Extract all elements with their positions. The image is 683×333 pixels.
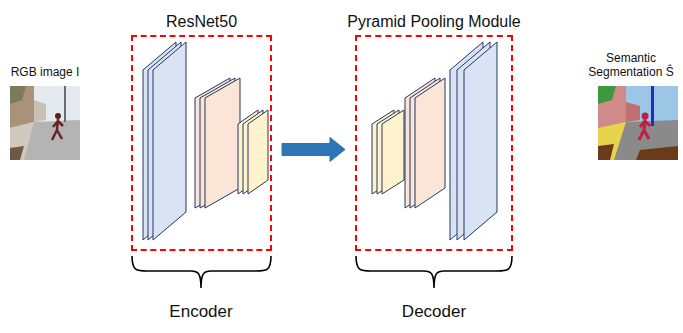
decoder-box: Pyramid Pooling Module: [355, 35, 513, 251]
encoder-label: Encoder: [169, 302, 232, 322]
rgb-photo: [10, 86, 80, 160]
heading: Pyramid Pooling Module: [347, 13, 520, 31]
heading: Semantic Segmentation Ŝ: [583, 52, 679, 80]
heading: ResNet50: [166, 13, 237, 31]
output-image: Semantic Segmentation Ŝ: [598, 86, 678, 160]
block-arrow: [282, 137, 345, 161]
segmentation-map: [598, 86, 678, 160]
input-image: RGB image I: [10, 86, 80, 160]
decoder-label: Decoder: [402, 302, 466, 322]
brace: [132, 256, 512, 288]
heading: RGB image I: [11, 66, 80, 80]
encoder-box: ResNet50: [131, 35, 272, 251]
feature-maps: [143, 42, 497, 240]
